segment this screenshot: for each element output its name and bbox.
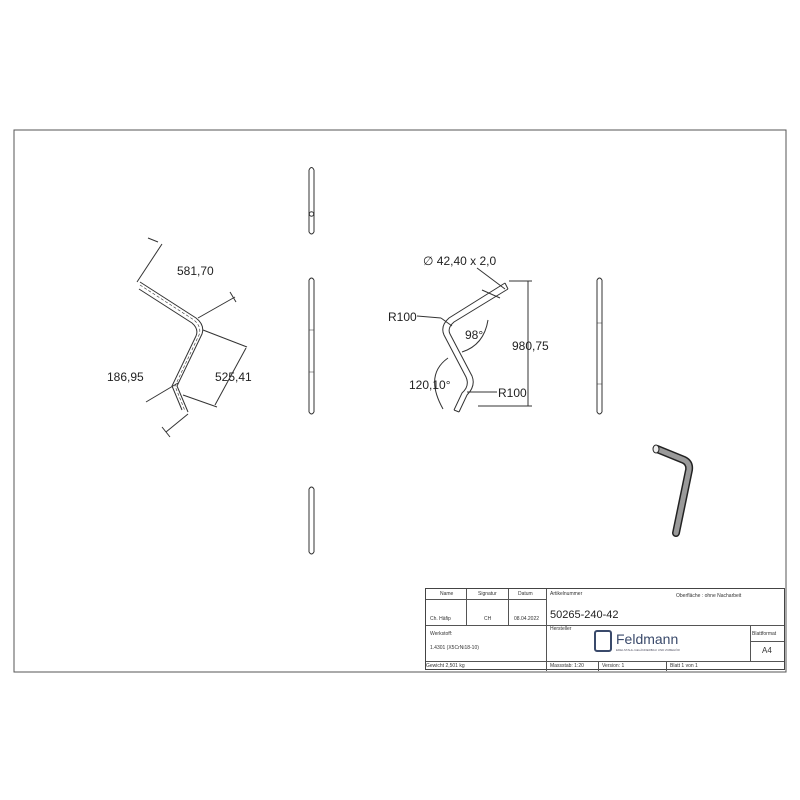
- sheet-label: Blatt 1 von 1: [670, 663, 698, 669]
- format-label: Blattformat: [752, 631, 777, 637]
- material-value: 1.4301 (X5CrNi18-10): [430, 645, 479, 651]
- version-label: Version: 1: [602, 663, 625, 669]
- tube-main-end: [453, 282, 509, 413]
- iso-view: [652, 444, 694, 537]
- tube-main-inner: [448, 288, 509, 413]
- dim-581-label: 581,70: [177, 264, 214, 278]
- weight-label: Gewicht 2,501 kg: [426, 663, 465, 669]
- article-number: 50265-240-42: [550, 609, 619, 621]
- main-view: [416, 267, 532, 413]
- dim-581-line: [136, 243, 163, 283]
- dim-186-line: [145, 382, 179, 403]
- surface-label: Oberfläche : ohne Nacharbeit: [676, 593, 742, 599]
- tube-left-inner: [138, 288, 198, 411]
- name-label: Name: [440, 591, 454, 597]
- feldmann-logo-icon: [594, 630, 612, 652]
- dim-diameter-label: ∅ 42,40 x 2,0: [423, 254, 496, 268]
- side-views: [308, 167, 603, 555]
- material-label: Werkstoff:: [430, 631, 453, 637]
- logo-tagline: EDELSTAHL-GELÄNDERBAU UND ZUBEHÖR: [616, 648, 680, 652]
- angle-120-label: 120,10°: [409, 378, 451, 392]
- article-label: Artikelnummer: [550, 591, 583, 597]
- scale-label: Massstab: 1:20: [550, 663, 584, 669]
- angle-120-arc: [434, 357, 449, 410]
- dim-525-line: [197, 296, 236, 319]
- tube-left-centerline: [139, 284, 201, 412]
- angle-98-arc: [461, 319, 489, 353]
- side-view-top: [308, 167, 315, 235]
- title-block: Name Signatur Datum Ch. Häfip CH 08.04.2…: [425, 588, 785, 671]
- angle-98-label: 98°: [465, 328, 483, 342]
- dim-980-label: 980,75: [512, 339, 549, 353]
- dim-r100-bottom-label: R100: [498, 386, 527, 400]
- dim-525-label: 525,41: [215, 370, 252, 384]
- left-view: [136, 237, 248, 438]
- dim-186-label: 186,95: [107, 370, 144, 384]
- signature-label: Signatur: [478, 591, 497, 597]
- side-view-right: [596, 277, 603, 415]
- name-value: Ch. Häfip: [430, 616, 451, 622]
- format-value: A4: [762, 646, 772, 655]
- dim-diameter-leader: [476, 267, 506, 290]
- side-view-bottom: [308, 486, 315, 555]
- signature-value: CH: [484, 616, 492, 622]
- date-label: Datum: [518, 591, 533, 597]
- date-value: 08.04.2022: [514, 616, 540, 622]
- tube-left-outer: [139, 281, 204, 413]
- manufacturer-label: Hersteller: [550, 626, 572, 632]
- dim-r100-top-label: R100: [388, 310, 417, 324]
- logo-name: Feldmann: [616, 631, 679, 647]
- side-view-middle: [308, 277, 315, 415]
- sheet-frame: [13, 129, 787, 673]
- iso-tube-body: [654, 446, 692, 536]
